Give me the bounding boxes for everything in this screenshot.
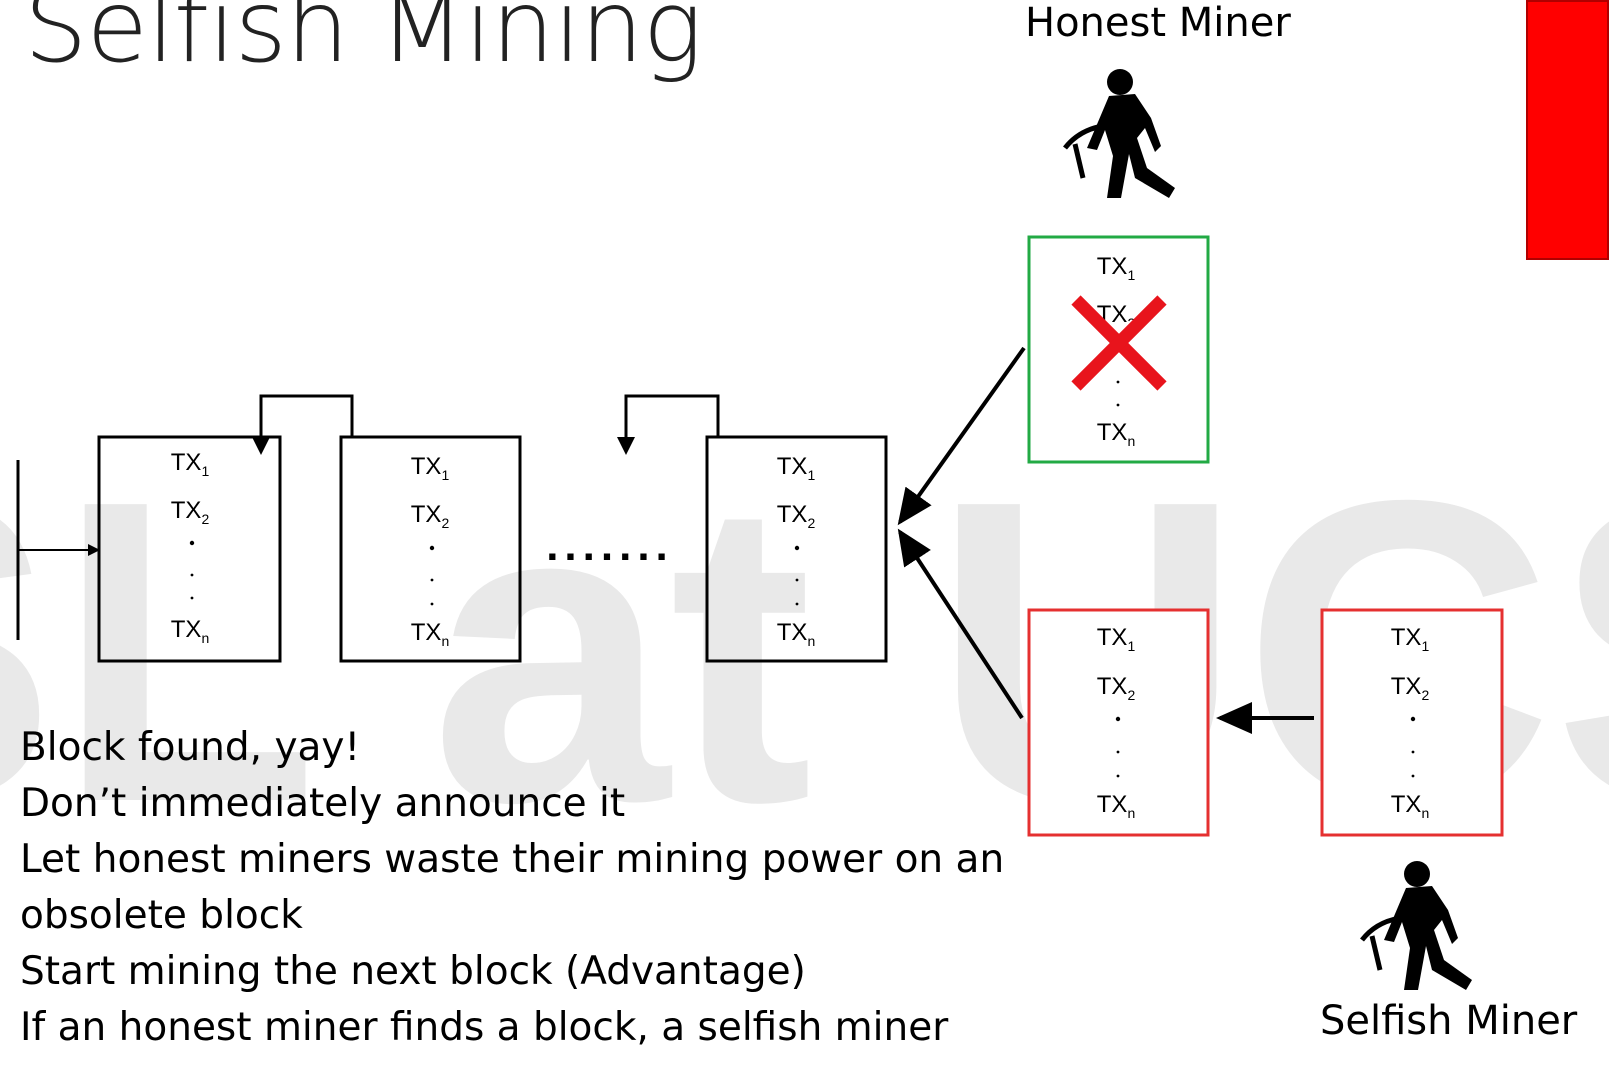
tx-label: TX2 (411, 501, 450, 531)
alert-rectangle (1526, 0, 1609, 260)
selfish-arrow (897, 528, 1024, 720)
tx-label: TX1 (1097, 253, 1136, 283)
bullet-item: Block found, yay! (20, 725, 361, 770)
chain-block-1 (97, 435, 282, 663)
tx-label: TX2 (1097, 673, 1136, 703)
selfish-miner-icon (1360, 861, 1472, 990)
tx-label: TXn (1097, 791, 1135, 821)
tx-label: TX1 (777, 453, 816, 483)
chain-block-n (705, 435, 888, 663)
selfish-miner-label: Selfish Miner (1320, 998, 1578, 1044)
tx-label: TXn (1097, 419, 1135, 449)
link-block2-to-block1 (252, 394, 354, 455)
bullet-item: obsolete block (20, 893, 303, 938)
bullet-item: Let honest miners waste their mining pow… (20, 837, 1005, 882)
tx-label: TXn (411, 619, 449, 649)
tx-label: TX1 (171, 449, 210, 479)
bullet-item: Don’t immediately announce it (20, 781, 626, 826)
bullet-item: Start mining the next block (Advantage) (20, 949, 806, 994)
tx-label: TX1 (1097, 624, 1136, 654)
selfish-block-2 (1320, 608, 1504, 837)
tx-label: TX1 (411, 453, 450, 483)
link-blockn-to-prev (617, 394, 720, 455)
honest-arrow (897, 346, 1026, 526)
honest-miner-label: Honest Miner (1025, 0, 1291, 46)
rejected-x-icon (1071, 295, 1167, 391)
tx-label: TXn (1391, 791, 1429, 821)
chain-block-2 (339, 435, 522, 663)
chain-ellipsis: ....... (546, 521, 674, 570)
slide-title: Selfish Mining (24, 0, 703, 85)
selfish-block-1 (1027, 608, 1210, 837)
honest-miner-icon (1063, 69, 1175, 198)
tx-label: TXn (777, 619, 815, 649)
bullet-item: If an honest miner finds a block, a self… (20, 1005, 949, 1050)
tx-label: TX1 (1391, 624, 1430, 654)
bullet-list: Block found, yay! Don’t immediately anno… (20, 720, 1020, 1056)
tx-label: TX2 (777, 501, 816, 531)
tx-label: TX2 (1391, 673, 1430, 703)
tx-label: TX2 (171, 497, 210, 527)
tx-label: TXn (171, 616, 209, 646)
